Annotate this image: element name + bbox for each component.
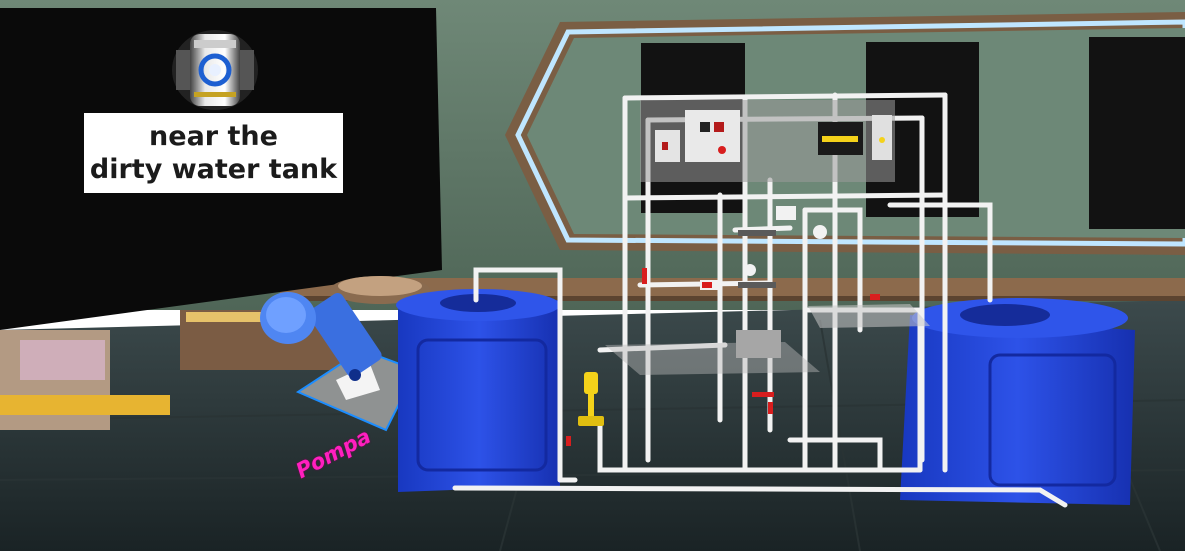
robot-head-icon xyxy=(170,28,260,112)
hint-line-2: dirty water tank xyxy=(89,154,338,185)
dirty-water-tank[interactable] xyxy=(396,290,562,494)
controller-box[interactable] xyxy=(814,112,896,162)
clean-water-tank[interactable] xyxy=(898,298,1138,508)
hint-line-1: near the xyxy=(149,121,278,152)
control-panel[interactable] xyxy=(680,105,745,167)
hint-panel: near the dirty water tank xyxy=(84,113,343,193)
yellow-valve[interactable] xyxy=(578,368,608,428)
